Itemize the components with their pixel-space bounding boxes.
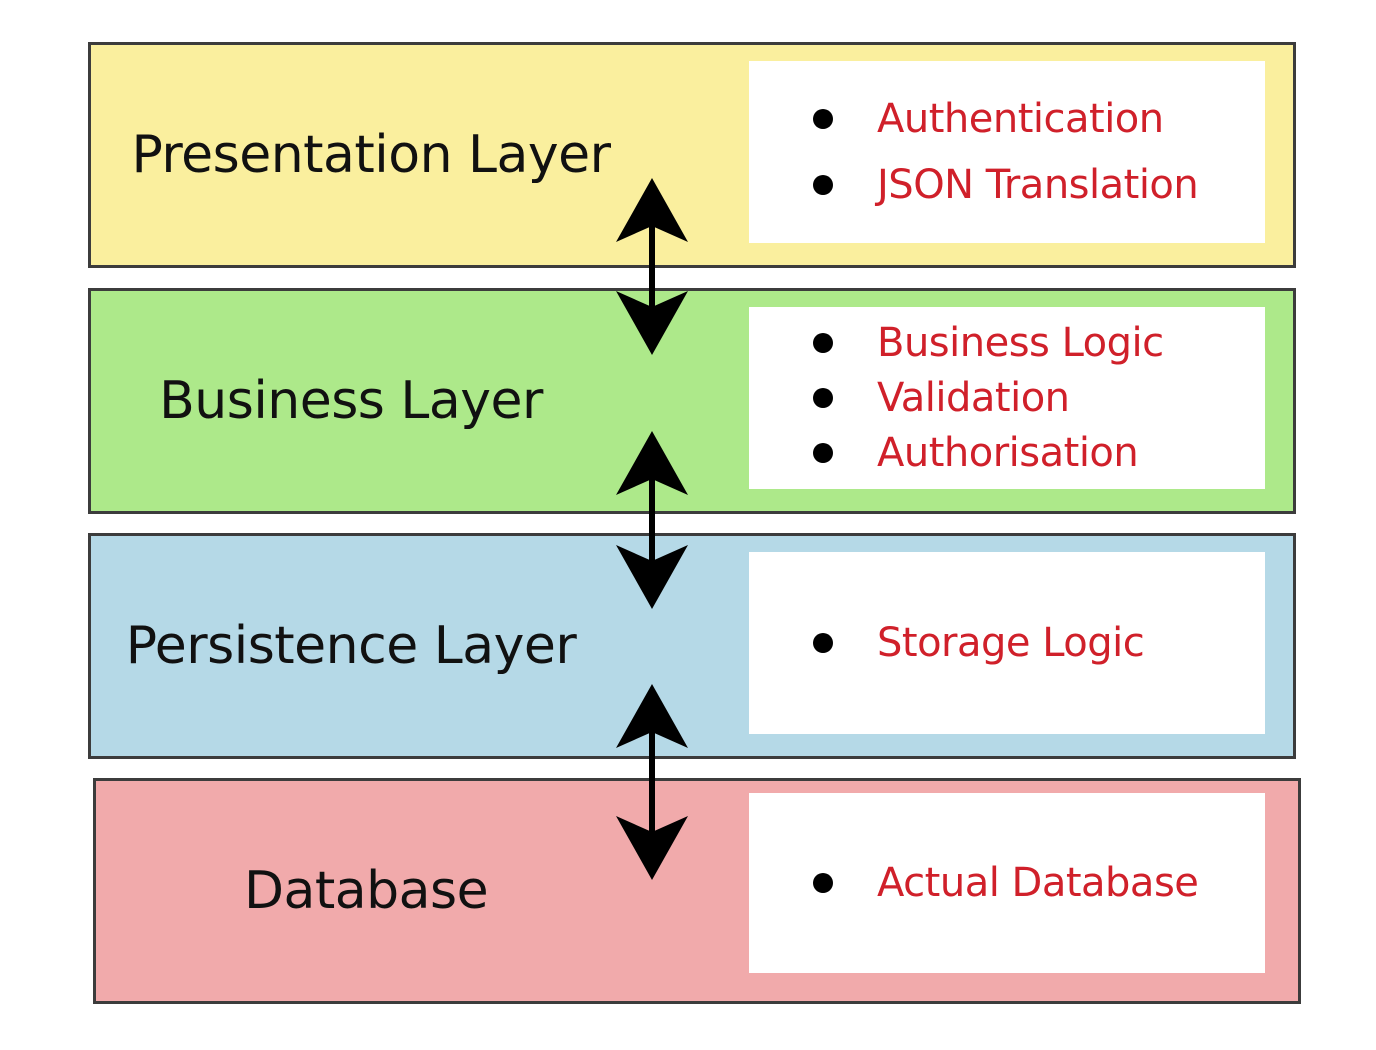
bullet-icon [813, 633, 833, 653]
list-item: Authentication [813, 99, 1265, 139]
list-item-label: JSON Translation [877, 162, 1199, 208]
presentation-layer: Presentation Layer Authentication JSON T… [88, 42, 1296, 268]
layer-title: Business Layer [159, 371, 543, 431]
persistence-layer: Persistence Layer Storage Logic [88, 533, 1296, 759]
bullet-icon [813, 333, 833, 353]
persistence-layer-responsibilities: Storage Logic [749, 552, 1265, 734]
list-item-label: Business Logic [877, 320, 1164, 366]
layer-title: Database [243, 861, 489, 921]
bullet-icon [813, 873, 833, 893]
list-item-label: Storage Logic [877, 620, 1145, 666]
bullet-icon [813, 443, 833, 463]
list-item: Actual Database [813, 863, 1265, 903]
list-item-label: Actual Database [877, 860, 1199, 906]
layer-title: Persistence Layer [125, 616, 577, 676]
bullet-icon [813, 388, 833, 408]
list-item: JSON Translation [813, 165, 1265, 205]
database-layer-responsibilities: Actual Database [749, 793, 1265, 973]
list-item-label: Authorisation [877, 430, 1139, 476]
list-item-label: Validation [877, 375, 1070, 421]
list-item: Business Logic [813, 323, 1265, 363]
list-item-label: Authentication [877, 96, 1164, 142]
layer-title: Presentation Layer [131, 125, 611, 185]
list-item: Storage Logic [813, 623, 1265, 663]
business-layer: Business Layer Business Logic Validation… [88, 288, 1296, 514]
bullet-icon [813, 109, 833, 129]
list-item: Validation [813, 378, 1265, 418]
bullet-icon [813, 175, 833, 195]
business-layer-responsibilities: Business Logic Validation Authorisation [749, 307, 1265, 489]
presentation-layer-responsibilities: Authentication JSON Translation [749, 61, 1265, 243]
database-layer: Database Actual Database [93, 778, 1301, 1004]
list-item: Authorisation [813, 433, 1265, 473]
